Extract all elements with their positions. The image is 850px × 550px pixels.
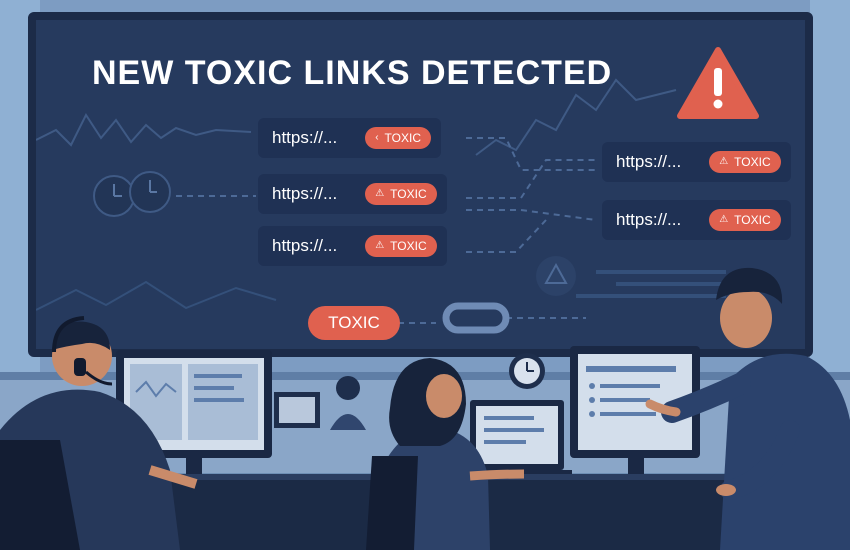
toxic-badge-label: TOXIC: [734, 155, 771, 169]
toxic-link-card[interactable]: https://... ⚠ TOXIC: [602, 142, 791, 182]
warning-icon: ⚠: [719, 156, 729, 167]
worker-pointing: [645, 267, 850, 550]
clock-icon: [129, 171, 171, 213]
toxic-badge: ⚠ TOXIC: [365, 183, 437, 205]
link-url: https://...: [272, 184, 338, 203]
window-right: [810, 0, 850, 380]
toxic-badge-label: TOXIC: [390, 187, 427, 201]
board-graphics: [36, 78, 726, 334]
trend-line: [36, 112, 252, 147]
toxic-badge-label: TOXIC: [390, 239, 427, 253]
toxic-badge: ⚠ TOXIC: [709, 151, 781, 173]
grid-bar: [576, 294, 726, 298]
warning-triangle-icon: [677, 47, 759, 119]
alert-display-board: NEW TOXIC LINKS DETECTED https://... ‹ T…: [28, 12, 813, 357]
grid-bar: [596, 270, 726, 274]
warning-icon: ⚠: [375, 188, 385, 199]
toxic-badge-label: TOXIC: [384, 131, 421, 145]
connector-line: [466, 137, 596, 171]
link-url: https://...: [616, 210, 682, 229]
toxic-badge: ⚠ TOXIC: [709, 209, 781, 231]
link-url: https://...: [616, 152, 682, 171]
connector-line: [466, 209, 597, 221]
worker-woman: [366, 358, 525, 550]
grid-bar: [616, 282, 726, 286]
warning-icon: ⚠: [719, 214, 729, 225]
toxic-badge-large: TOXIC: [308, 306, 400, 340]
worker-headset: [0, 316, 198, 550]
trend-line: [475, 78, 677, 156]
warning-icon: ⚠: [375, 240, 385, 251]
link-url: https://...: [272, 128, 338, 147]
warning-icon: [536, 256, 576, 296]
toxic-link-card[interactable]: https://... ⚠ TOXIC: [258, 174, 447, 214]
toxic-badge: ⚠ TOXIC: [365, 235, 437, 257]
chevron-left-icon: ‹: [375, 132, 379, 143]
toxic-link-card[interactable]: https://... ‹ TOXIC: [258, 118, 441, 158]
connector-line: [466, 219, 547, 253]
page-title: NEW TOXIC LINKS DETECTED: [92, 54, 613, 92]
toxic-badge: ‹ TOXIC: [365, 127, 431, 149]
background-worker: [274, 376, 366, 430]
toxic-link-card[interactable]: https://... ⚠ TOXIC: [602, 200, 791, 240]
toxic-badge-label: TOXIC: [734, 213, 771, 227]
trend-line: [36, 280, 277, 311]
link-url: https://...: [272, 236, 338, 255]
chain-link-icon: [442, 302, 510, 334]
connector-line: [466, 159, 596, 199]
toxic-link-card[interactable]: https://... ⚠ TOXIC: [258, 226, 447, 266]
clock-icon: [509, 353, 545, 389]
